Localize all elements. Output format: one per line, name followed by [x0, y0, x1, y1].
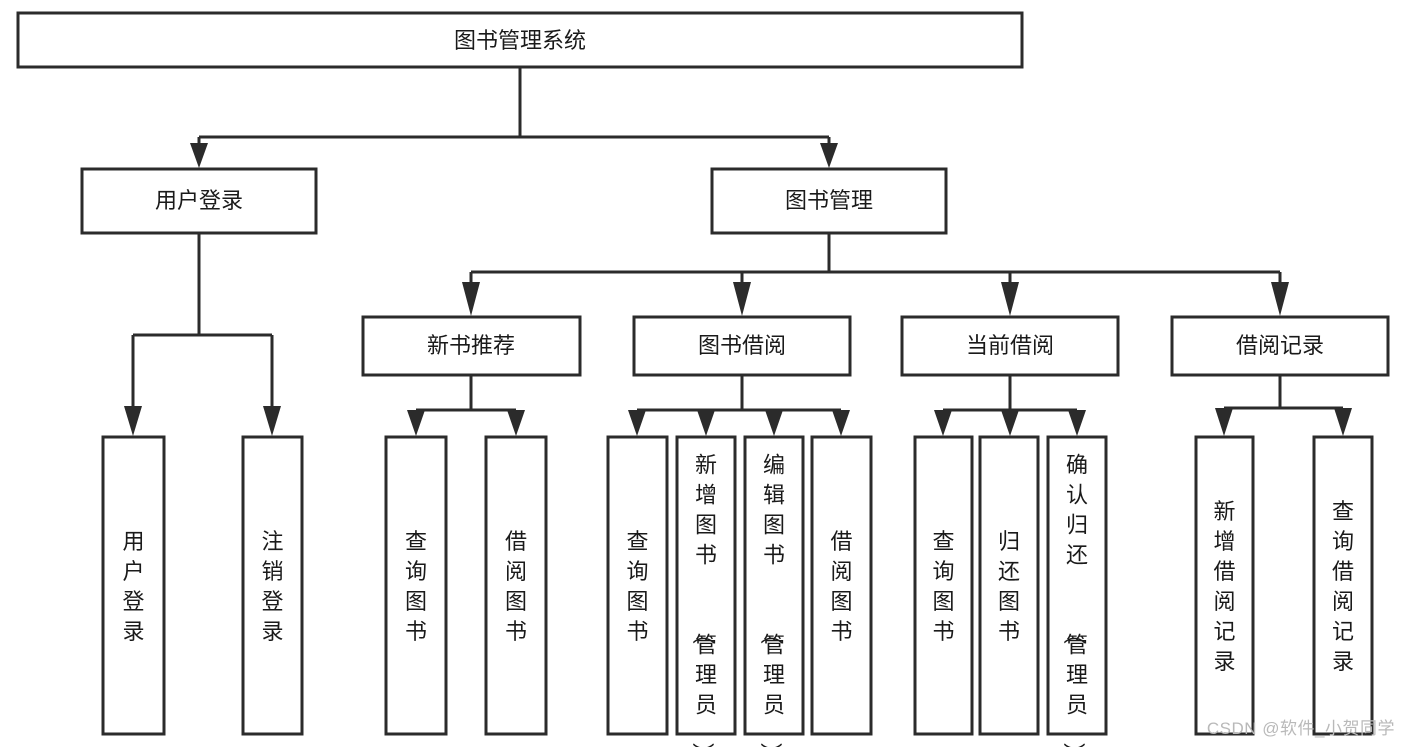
node-current-borrow[interactable]: 当前借阅	[900, 315, 1120, 377]
node-label-leaf-edit-book: 编辑图书（管理员）	[758, 452, 785, 747]
node-leaf-return-book[interactable]: 归还图书	[978, 435, 1040, 736]
arrow-head-icon	[1001, 282, 1019, 316]
arrow-head-icon	[820, 143, 838, 168]
node-leaf-add-book[interactable]: 新增图书（管理员）	[675, 435, 737, 747]
node-box-leaf-query-book-3[interactable]	[913, 435, 974, 736]
node-label-borrow-record: 借阅记录	[1236, 333, 1324, 358]
arrow-head-icon	[1271, 282, 1289, 316]
node-label-user-login: 用户登录	[155, 188, 243, 213]
arrow-head-icon	[190, 143, 208, 168]
node-box-new-book-recommend[interactable]	[361, 315, 582, 377]
arrow-head-icon	[407, 410, 425, 436]
arrow-head-icon	[733, 282, 751, 316]
node-book-manage[interactable]: 图书管理	[710, 167, 948, 235]
node-label-root: 图书管理系统	[454, 28, 586, 53]
connector-group-borrow-record	[1215, 375, 1352, 436]
connector-group-book-borrow	[628, 375, 850, 436]
node-box-leaf-add-record[interactable]	[1194, 435, 1255, 736]
node-label-leaf-add-record: 新增借阅记录	[1213, 499, 1235, 674]
node-label-leaf-return-book: 归还图书	[998, 529, 1020, 644]
node-leaf-logout[interactable]: 注销登录	[241, 435, 304, 736]
arrow-head-icon	[628, 410, 646, 436]
arrow-head-icon	[1068, 410, 1086, 436]
node-user-login[interactable]: 用户登录	[80, 167, 318, 235]
node-label-leaf-add-book: 新增图书（管理员）	[690, 452, 717, 747]
node-borrow-record[interactable]: 借阅记录	[1170, 315, 1390, 377]
node-box-book-borrow[interactable]	[632, 315, 852, 377]
node-leaf-add-record[interactable]: 新增借阅记录	[1194, 435, 1255, 736]
node-box-leaf-edit-book[interactable]	[743, 435, 805, 736]
leaf-node-layer: 用户登录 注销登录 查询图书 借阅图书 查询图书 新增图书（管理员） 编辑图书（管理员） 借阅…	[101, 435, 1374, 747]
node-box-leaf-borrow-book-2[interactable]	[810, 435, 873, 736]
connector-group-current-borrow	[934, 375, 1086, 436]
arrow-head-icon	[462, 282, 480, 316]
node-leaf-borrow-book-1[interactable]: 借阅图书	[484, 435, 548, 736]
node-label-book-manage: 图书管理	[785, 188, 873, 213]
node-leaf-query-book-2[interactable]: 查询图书	[606, 435, 669, 736]
node-box-leaf-borrow-book-1[interactable]	[484, 435, 548, 736]
arrow-head-icon	[507, 410, 525, 436]
connector-group-book-manage	[462, 233, 1289, 316]
node-box-leaf-query-book-1[interactable]	[384, 435, 448, 736]
arrow-head-icon	[1334, 408, 1352, 436]
arrow-head-icon	[697, 410, 715, 436]
node-box-root[interactable]	[16, 11, 1024, 69]
node-label-leaf-user-login: 用户登录	[122, 529, 144, 644]
arrow-head-icon	[934, 410, 952, 436]
node-label-leaf-query-book-3: 查询图书	[932, 529, 954, 644]
arrow-head-icon	[832, 410, 850, 436]
node-label-current-borrow: 当前借阅	[966, 333, 1054, 358]
node-box-book-manage[interactable]	[710, 167, 948, 235]
node-leaf-query-book-1[interactable]: 查询图书	[384, 435, 448, 736]
node-root[interactable]: 图书管理系统	[16, 11, 1024, 69]
node-leaf-query-book-3[interactable]: 查询图书	[913, 435, 974, 736]
node-box-leaf-return-book[interactable]	[978, 435, 1040, 736]
node-box-leaf-query-book-2[interactable]	[606, 435, 669, 736]
node-leaf-query-record[interactable]: 查询借阅记录	[1312, 435, 1374, 736]
connector-group-new-book	[407, 375, 525, 436]
node-box-leaf-add-book[interactable]	[675, 435, 737, 736]
arrow-head-icon	[124, 406, 142, 436]
connector-group-root	[190, 67, 838, 168]
node-label-leaf-query-book-2: 查询图书	[626, 529, 648, 644]
node-label-leaf-logout: 注销登录	[261, 529, 283, 644]
node-book-borrow[interactable]: 图书借阅	[632, 315, 852, 377]
node-leaf-edit-book[interactable]: 编辑图书（管理员）	[743, 435, 805, 747]
node-box-leaf-confirm-return[interactable]	[1046, 435, 1108, 736]
node-label-leaf-query-book-1: 查询图书	[405, 529, 427, 644]
node-new-book-recommend[interactable]: 新书推荐	[361, 315, 582, 377]
node-label-leaf-confirm-return: 确认归还（管理员）	[1061, 452, 1088, 747]
arrow-head-icon	[1215, 408, 1233, 436]
node-box-leaf-query-record[interactable]	[1312, 435, 1374, 736]
arrow-head-icon	[765, 410, 783, 436]
node-box-current-borrow[interactable]	[900, 315, 1120, 377]
node-label-new-book-recommend: 新书推荐	[427, 333, 515, 358]
connector-group-user-login	[124, 233, 281, 436]
node-label-leaf-query-record: 查询借阅记录	[1332, 499, 1354, 674]
node-box-leaf-logout[interactable]	[241, 435, 304, 736]
node-box-leaf-user-login[interactable]	[101, 435, 166, 736]
arrow-head-icon	[1001, 410, 1019, 436]
node-label-leaf-borrow-book-2: 借阅图书	[830, 529, 852, 644]
node-label-book-borrow: 图书借阅	[698, 333, 786, 358]
node-label-leaf-borrow-book-1: 借阅图书	[505, 529, 527, 644]
node-box-user-login[interactable]	[80, 167, 318, 235]
arrow-head-icon	[263, 406, 281, 436]
node-leaf-confirm-return[interactable]: 确认归还（管理员）	[1046, 435, 1108, 747]
node-leaf-user-login[interactable]: 用户登录	[101, 435, 166, 736]
node-leaf-borrow-book-2[interactable]: 借阅图书	[810, 435, 873, 736]
node-box-borrow-record[interactable]	[1170, 315, 1390, 377]
